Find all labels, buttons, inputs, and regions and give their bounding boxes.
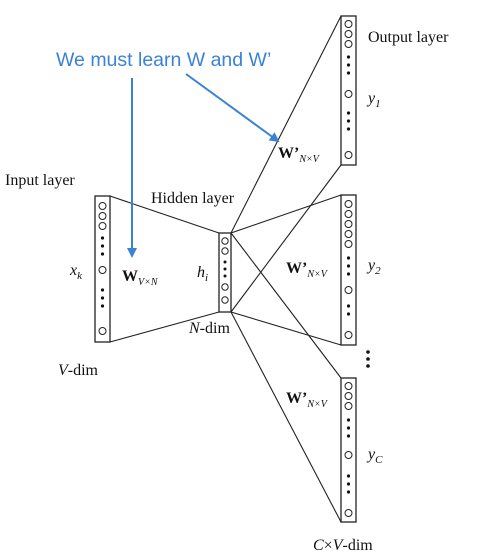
output-layer-2-column bbox=[340, 194, 357, 346]
annotation-arrows bbox=[127, 73, 280, 258]
hidden-layer-column bbox=[218, 232, 232, 313]
v-dim-label: V-dim bbox=[58, 362, 99, 379]
input-layer-column bbox=[94, 195, 111, 343]
cv-dim-label: C×V-dim bbox=[313, 537, 373, 554]
output-layer-label: Output layer bbox=[368, 29, 449, 46]
w-prime-matrix-label-1: W’N×V bbox=[278, 145, 321, 165]
w-matrix-label: WV×N bbox=[122, 268, 159, 288]
annotation-text: We must learn W and W’ bbox=[56, 49, 271, 71]
output-layer-1-column bbox=[340, 15, 357, 166]
yc-label: yC bbox=[366, 446, 383, 466]
hidden-output-connections bbox=[230, 15, 342, 523]
input-layer-label: Input layer bbox=[5, 172, 75, 189]
input-hidden-connections bbox=[109, 195, 220, 343]
h-i-label: hi bbox=[197, 264, 208, 284]
hidden-layer-label: Hidden layer bbox=[151, 190, 235, 207]
w-prime-matrix-label-3: W’N×V bbox=[286, 390, 329, 410]
w-prime-matrix-label-2: W’N×V bbox=[286, 260, 329, 280]
output-layer-c-column bbox=[340, 377, 357, 523]
y2-label: y2 bbox=[366, 257, 381, 277]
output-ellipsis bbox=[366, 350, 370, 368]
n-dim-label: N-dim bbox=[188, 320, 230, 337]
y1-label: y1 bbox=[366, 90, 381, 110]
x-k-label: xk bbox=[69, 262, 83, 282]
